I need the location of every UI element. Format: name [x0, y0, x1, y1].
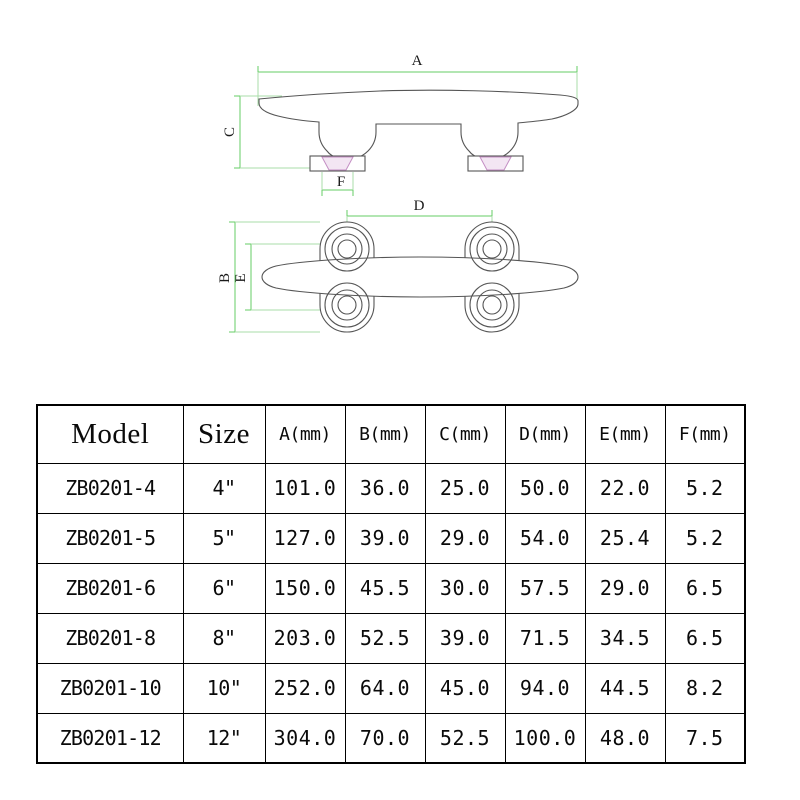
- dimension-label-e: E: [233, 273, 249, 282]
- column-header-c: C(mm): [424, 404, 506, 464]
- mounting-hole-bottom-right: [469, 282, 515, 328]
- dimension-a: A: [257, 53, 578, 106]
- base-pad-right: [467, 155, 524, 172]
- column-header-e: E(mm): [584, 404, 666, 464]
- cell-f: 5.2: [664, 462, 746, 514]
- cell-e: 44.5: [584, 662, 666, 714]
- cell-b: 39.0: [344, 512, 426, 564]
- cell-c: 45.0: [424, 662, 506, 714]
- cleat-specification-table: Model Size A(mm) B(mm) C(mm) D(mm) E(mm)…: [36, 404, 746, 764]
- cell-a: 101.0: [264, 462, 346, 514]
- cell-c: 29.0: [424, 512, 506, 564]
- cell-a: 150.0: [264, 562, 346, 614]
- table-row: ZB0201-4 4" 101.0 36.0 25.0 50.0 22.0 5.…: [36, 462, 746, 514]
- cell-b: 36.0: [344, 462, 426, 514]
- cell-c: 39.0: [424, 612, 506, 664]
- cell-size: 6": [182, 562, 266, 614]
- spec-table-container: Model Size A(mm) B(mm) C(mm) D(mm) E(mm)…: [36, 404, 746, 764]
- cell-b: 52.5: [344, 612, 426, 664]
- cell-f: 8.2: [664, 662, 746, 714]
- top-plan-view: D B E: [217, 198, 579, 333]
- cell-model: ZB0201-12: [36, 712, 184, 764]
- side-elevation-view: A C: [222, 53, 579, 196]
- table-row: ZB0201-10 10" 252.0 64.0 45.0 94.0 44.5 …: [36, 662, 746, 714]
- cell-model: ZB0201-6: [36, 562, 184, 614]
- cell-d: 50.0: [504, 462, 586, 514]
- cell-d: 57.5: [504, 562, 586, 614]
- column-header-d: D(mm): [504, 404, 586, 464]
- table-row: ZB0201-5 5" 127.0 39.0 29.0 54.0 25.4 5.…: [36, 512, 746, 564]
- cell-model: ZB0201-4: [36, 462, 184, 514]
- dimension-label-b: B: [217, 273, 233, 283]
- cell-a: 252.0: [264, 662, 346, 714]
- cell-a: 203.0: [264, 612, 346, 664]
- dimension-f: F: [321, 172, 354, 196]
- cell-model: ZB0201-5: [36, 512, 184, 564]
- cell-d: 71.5: [504, 612, 586, 664]
- cell-e: 29.0: [584, 562, 666, 614]
- cell-e: 25.4: [584, 512, 666, 564]
- table-row: ZB0201-12 12" 304.0 70.0 52.5 100.0 48.0…: [36, 712, 746, 764]
- mounting-hole-top-left: [324, 226, 370, 272]
- cell-a: 127.0: [264, 512, 346, 564]
- cell-c: 25.0: [424, 462, 506, 514]
- drawing-canvas: A C: [217, 53, 579, 333]
- column-header-size: Size: [182, 404, 266, 464]
- cell-size: 12": [182, 712, 266, 764]
- dimension-e: E: [233, 243, 347, 311]
- cell-f: 6.5: [664, 612, 746, 664]
- dimension-c: C: [222, 95, 312, 169]
- cell-d: 94.0: [504, 662, 586, 714]
- cell-b: 70.0: [344, 712, 426, 764]
- cell-size: 10": [182, 662, 266, 714]
- cell-b: 64.0: [344, 662, 426, 714]
- table-row: ZB0201-6 6" 150.0 45.5 30.0 57.5 29.0 6.…: [36, 562, 746, 614]
- dimension-label-c: C: [222, 127, 238, 137]
- table-header-row: Model Size A(mm) B(mm) C(mm) D(mm) E(mm)…: [36, 404, 746, 464]
- cleat-side-profile: [258, 89, 579, 159]
- cell-e: 34.5: [584, 612, 666, 664]
- dimension-label-a: A: [412, 53, 423, 69]
- cell-f: 6.5: [664, 562, 746, 614]
- column-header-a: A(mm): [264, 404, 346, 464]
- countersink-detail-left: [321, 156, 354, 171]
- cell-d: 100.0: [504, 712, 586, 764]
- cell-c: 52.5: [424, 712, 506, 764]
- cell-e: 48.0: [584, 712, 666, 764]
- cell-f: 5.2: [664, 512, 746, 564]
- table-row: ZB0201-8 8" 203.0 52.5 39.0 71.5 34.5 6.…: [36, 612, 746, 664]
- cell-b: 45.5: [344, 562, 426, 614]
- dimension-label-d: D: [414, 198, 425, 214]
- cell-model: ZB0201-8: [36, 612, 184, 664]
- cell-c: 30.0: [424, 562, 506, 614]
- cell-size: 4": [182, 462, 266, 514]
- cell-d: 54.0: [504, 512, 586, 564]
- cell-model: ZB0201-10: [36, 662, 184, 714]
- cleat-top-bar: [261, 256, 579, 298]
- cell-size: 5": [182, 512, 266, 564]
- mounting-hole-top-right: [469, 226, 515, 272]
- column-header-model: Model: [36, 404, 184, 464]
- mounting-hole-bottom-left: [324, 282, 370, 328]
- cell-f: 7.5: [664, 712, 746, 764]
- countersink-detail-right: [479, 156, 512, 171]
- cell-size: 8": [182, 612, 266, 664]
- technical-drawing: A C: [0, 0, 800, 390]
- dimension-b: B: [217, 221, 320, 333]
- cell-e: 22.0: [584, 462, 666, 514]
- column-header-b: B(mm): [344, 404, 426, 464]
- column-header-f: F(mm): [664, 404, 746, 464]
- base-pad-left: [309, 155, 366, 172]
- dimension-label-f: F: [337, 174, 345, 190]
- cell-a: 304.0: [264, 712, 346, 764]
